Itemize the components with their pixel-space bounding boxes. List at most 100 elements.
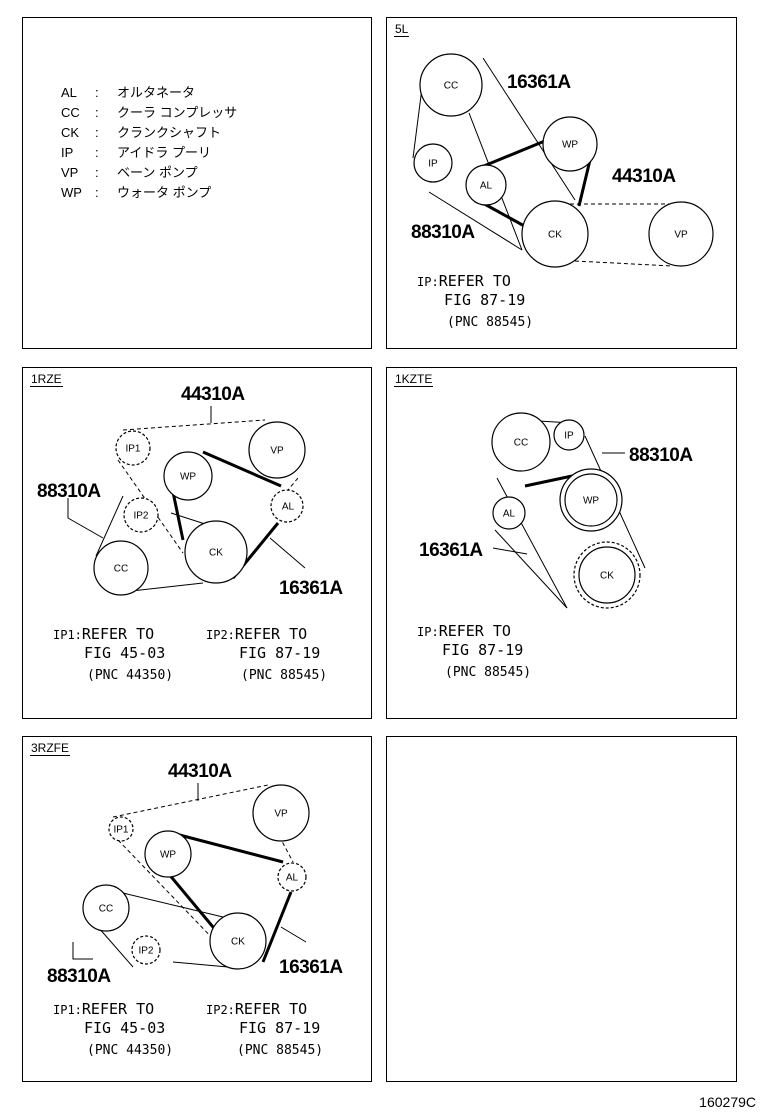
pulley-label: CC	[99, 904, 113, 915]
ref-note-ip2-fig: FIG 87-19	[239, 644, 321, 662]
pulley-wp	[542, 116, 598, 172]
note-line: REFER TO	[81, 1000, 155, 1018]
ref-note-ip2: IP2:REFER TO	[206, 625, 307, 645]
legend-row: WP: ウォータ ポンプ	[61, 183, 237, 203]
pulley-al	[270, 489, 304, 523]
note-line: REFER TO	[81, 625, 155, 643]
legend-code: AL	[61, 85, 77, 100]
legend-desc: クーラ コンプレッサ	[117, 105, 238, 120]
ref-note-ip-pnc: (PNC 88545)	[445, 665, 532, 680]
legend-sep: :	[95, 185, 99, 200]
pulley-label: WP	[180, 472, 196, 483]
pulley-ip2	[123, 497, 159, 533]
pulley-label: CC	[514, 438, 528, 449]
pulley-label: VP	[274, 809, 288, 820]
ref-note-ip1-pnc: (PNC 44350)	[87, 1043, 174, 1058]
pulley-vp	[648, 201, 714, 267]
pulley-ck-inner	[578, 546, 636, 604]
pulley-cc	[93, 540, 149, 596]
pulley-label: WP	[562, 140, 578, 151]
legend-code: WP	[61, 185, 82, 200]
part-label: 88310A	[47, 966, 111, 987]
ref-note-ip: IP:REFER TO	[417, 622, 511, 642]
pulley-vp	[248, 421, 306, 479]
note-line: REFER TO	[438, 622, 511, 640]
belt-88310a	[412, 57, 576, 251]
empty-panel	[386, 736, 737, 1082]
part-label: 16361A	[279, 578, 343, 599]
note-key: IP1:	[53, 1003, 82, 1017]
leader-88310a	[67, 498, 104, 539]
part-label: 44310A	[168, 761, 232, 782]
legend-row: IP:アイドラ プーリ	[61, 143, 237, 163]
ref-note-ip1: IP1:REFER TO	[53, 625, 154, 645]
pulley-label: CC	[114, 564, 128, 575]
legend-desc: クランクシャフト	[117, 125, 222, 140]
legend-desc: ベーン ポンプ	[117, 165, 198, 180]
pulley-label: AL	[503, 509, 516, 520]
legend-code: IP	[61, 145, 74, 160]
note-key: IP:	[417, 275, 439, 289]
pulley-cc	[82, 884, 130, 932]
engine-tag: 5L	[394, 22, 410, 37]
pulley-wp-inner	[564, 473, 618, 527]
leader-88310a	[72, 942, 93, 960]
ref-note-ip2-fig: FIG 87-19	[239, 1019, 321, 1037]
belt-diagram-1kzte: CC IP WP AL CK 88310A 16361A	[419, 412, 694, 609]
panel-5l: 5L CC IP WP AL CK VP 16361A 44310A 88310…	[386, 17, 737, 349]
part-label: 88310A	[629, 445, 693, 466]
belt-44310a	[570, 203, 677, 267]
panel-3rzfe: 3RZFE IP1 VP WP AL CC CK IP2 44310A 8831…	[22, 736, 372, 1082]
note-line: REFER TO	[234, 625, 308, 643]
pulley-vp	[252, 784, 310, 842]
belt-diagram-3rzfe: IP1 VP WP AL CC CK IP2 44310A 88310A 163…	[47, 761, 344, 987]
pulley-label: IP2	[138, 946, 153, 957]
legend-sep: :	[95, 105, 99, 120]
pulley-ck	[521, 200, 589, 268]
ref-note-ip1-fig: FIG 45-03	[84, 1019, 166, 1037]
ref-note-ip1: IP1:REFER TO	[53, 1000, 154, 1020]
ref-note-ip: IP:REFER TO	[417, 272, 511, 292]
panel-1kzte: 1KZTE CC IP WP AL CK 88310A 16361A IP:RE…	[386, 367, 737, 719]
legend-row: VP: ベーン ポンプ	[61, 163, 237, 183]
pulley-label: AL	[282, 502, 295, 513]
part-label: 16361A	[279, 957, 343, 978]
legend-sep: :	[95, 165, 99, 180]
ref-note-ip1-pnc: (PNC 44350)	[87, 668, 174, 683]
legend-desc: ウォータ ポンプ	[117, 185, 212, 200]
pulley-ck	[209, 912, 267, 970]
note-key: IP2:	[206, 628, 235, 642]
note-line: REFER TO	[234, 1000, 308, 1018]
legend-code: CC	[61, 105, 80, 120]
engine-tag: 1KZTE	[394, 372, 434, 387]
pulley-wp	[163, 451, 213, 501]
legend-row: AL:オルタネータ	[61, 83, 237, 103]
ref-note-ip-fig: FIG 87-19	[442, 641, 524, 659]
ref-note-ip2: IP2:REFER TO	[206, 1000, 307, 1020]
engine-tag: 3RZFE	[30, 741, 71, 756]
part-label: 16361A	[507, 72, 571, 93]
ref-note-ip2-pnc: (PNC 88545)	[237, 1043, 324, 1058]
part-label: 16361A	[419, 540, 483, 561]
ref-note-ip1-fig: FIG 45-03	[84, 644, 166, 662]
note-line: REFER TO	[438, 272, 511, 290]
legend-desc: アイドラ プーリ	[117, 145, 211, 160]
belt-16361a-upper	[524, 474, 573, 488]
belt-diagram-1rze: IP1 WP VP IP2 AL CC CK 44310A 88310A 163…	[37, 384, 344, 599]
pulley-al	[277, 862, 307, 892]
pulley-label: AL	[286, 873, 299, 884]
pulley-label: VP	[674, 230, 688, 241]
pulley-label: CC	[444, 81, 458, 92]
leader-16361a	[280, 926, 307, 943]
legend-list: AL:オルタネータ CC:クーラ コンプレッサ CK:クランクシャフト IP:ア…	[61, 83, 237, 203]
engine-tag: 1RZE	[30, 372, 63, 387]
pulley-label: CK	[209, 548, 223, 559]
pulley-ip1	[115, 430, 151, 466]
pulley-ck	[184, 520, 248, 584]
legend-code: VP	[61, 165, 79, 180]
ref-note-ip-fig: FIG 87-19	[444, 291, 526, 309]
legend-panel: AL:オルタネータ CC:クーラ コンプレッサ CK:クランクシャフト IP:ア…	[22, 17, 372, 349]
legend-sep: :	[95, 125, 99, 140]
pulley-label: IP	[428, 159, 438, 170]
legend-code: CK	[61, 125, 80, 140]
